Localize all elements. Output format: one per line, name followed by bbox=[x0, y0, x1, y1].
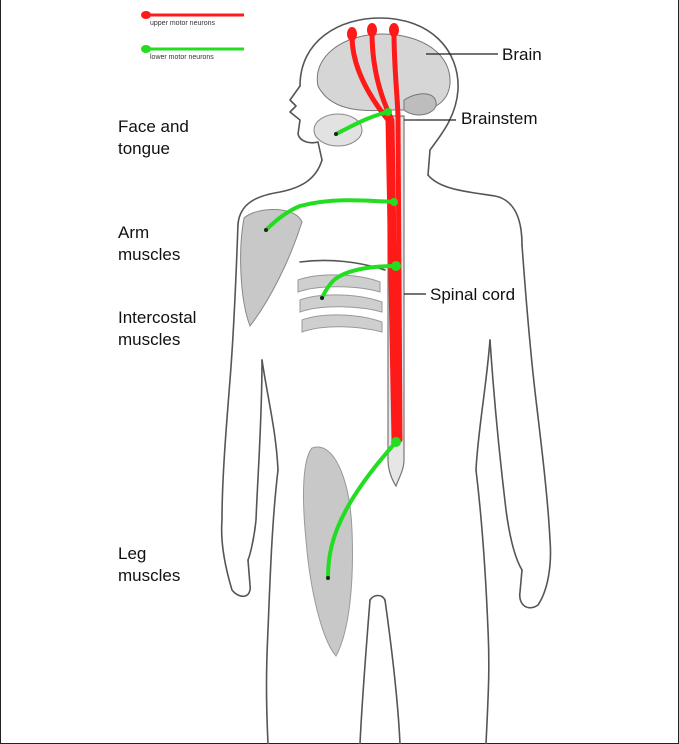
legend-label-lower: lower motor neurons bbox=[150, 54, 214, 61]
label-brain: Brain bbox=[502, 44, 542, 66]
label-brainstem: Brainstem bbox=[461, 108, 538, 130]
throat-shape bbox=[314, 114, 362, 146]
label-face-tongue: Face and tongue bbox=[118, 116, 189, 160]
cerebellum-shape bbox=[404, 94, 436, 115]
label-intercostal-muscles: Intercostal muscles bbox=[118, 307, 196, 351]
legend-label-upper: upper motor neurons bbox=[150, 20, 215, 27]
legend bbox=[141, 11, 244, 53]
label-leg-muscles: Leg muscles bbox=[118, 543, 180, 587]
label-spinal-cord: Spinal cord bbox=[430, 284, 515, 306]
leg-muscle-shape bbox=[304, 447, 353, 656]
label-arm-muscles: Arm muscles bbox=[118, 222, 180, 266]
intercostal-muscles-shape bbox=[298, 275, 382, 332]
